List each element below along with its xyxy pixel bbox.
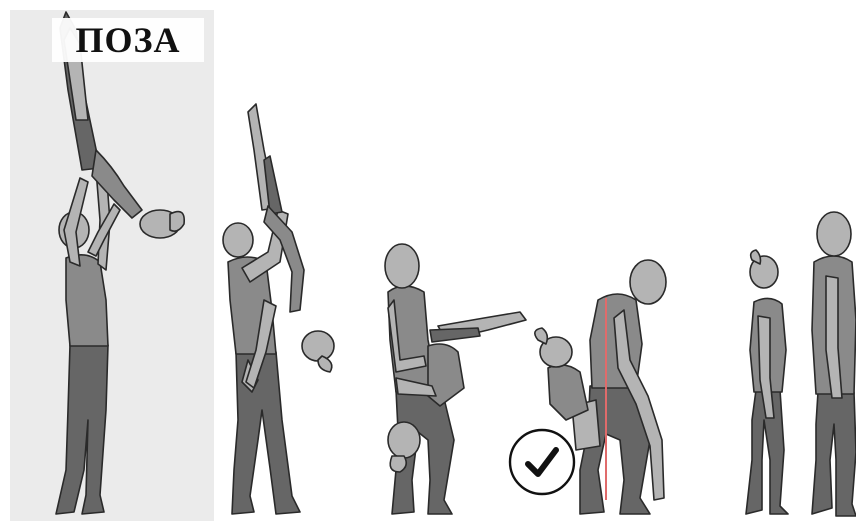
flyer-leg-forward-2 <box>430 328 480 342</box>
check-mark-icon <box>510 430 574 494</box>
base-torso <box>66 255 108 346</box>
base-head <box>630 260 666 304</box>
frame-3 <box>385 244 526 514</box>
base-standing <box>812 212 856 516</box>
flyer-head <box>388 422 420 458</box>
frame-2 <box>223 104 334 514</box>
pose-highlight-panel <box>10 10 214 521</box>
flyer-hair-bun <box>318 356 332 372</box>
flyer-head <box>302 331 334 361</box>
pose-label: ПОЗА <box>52 18 204 62</box>
flyer-hair-bun <box>535 328 548 344</box>
base-head <box>223 223 253 257</box>
flyer-hair-bun <box>390 456 406 472</box>
base-legs <box>232 352 300 514</box>
flyer-standing <box>746 250 788 514</box>
frame-5 <box>746 212 856 516</box>
flyer-body <box>428 344 464 406</box>
base-head <box>385 244 419 288</box>
flyer-body <box>548 365 588 420</box>
